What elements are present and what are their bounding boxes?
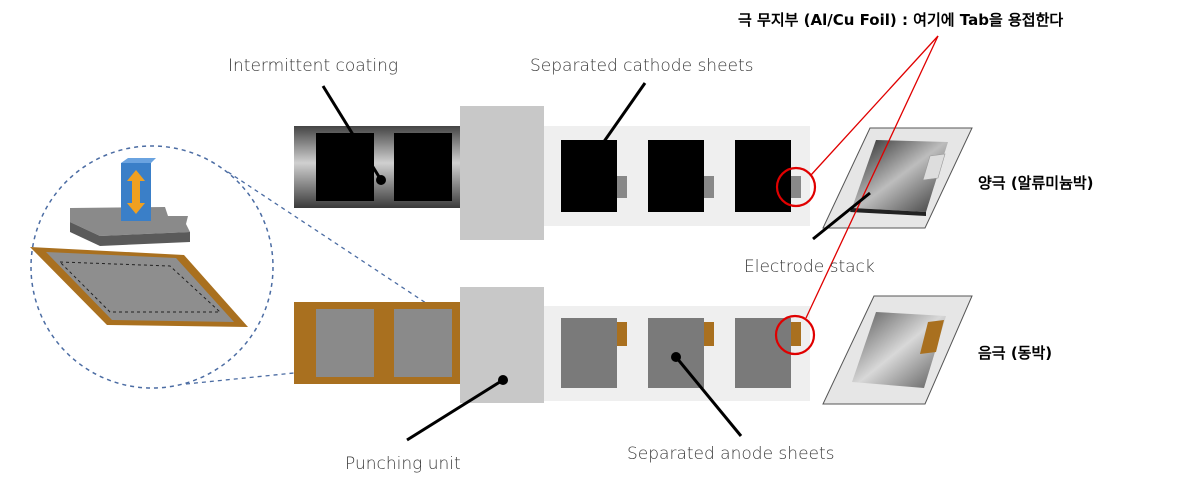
- cathode-coating-2: [394, 133, 452, 201]
- anode-sheets: [561, 318, 801, 388]
- cathode-tab: [704, 176, 714, 198]
- punching-unit-top: [460, 106, 544, 240]
- zoom-detail: [30, 145, 501, 389]
- callout-dot: [498, 375, 508, 385]
- cathode-sheet: [648, 140, 704, 212]
- pointer-to-anode-tab: [805, 35, 939, 319]
- callout-anode-sheets: [674, 356, 743, 437]
- anode-sheet: [735, 318, 791, 388]
- anode-tab-highlight: [774, 314, 816, 356]
- pointer-to-cathode-tab: [810, 35, 939, 176]
- anode-foil-roll: [294, 302, 460, 384]
- anode-coating-2: [394, 309, 452, 377]
- label-separated-anode-sheets: Separated anode sheets: [627, 444, 835, 464]
- punch-plate-top: [70, 207, 190, 236]
- cathode-stack-tab: [922, 153, 946, 181]
- cathode-sheet: [561, 140, 617, 212]
- cathode-foil-roll: [294, 126, 460, 208]
- label-intermittent-coating: Intermittent coating: [228, 56, 399, 76]
- anode-sheet: [561, 318, 617, 388]
- zoom-circle: [30, 145, 274, 389]
- label-tab-note: 극 무지부 (Al/Cu Foil) : 여기에 Tab을 용접한다: [738, 11, 1064, 29]
- callout-intermittent-coating: [321, 85, 383, 181]
- cathode-coating-1: [316, 133, 374, 201]
- zoom-line-top: [227, 171, 501, 353]
- punch-plate-side: [70, 222, 190, 246]
- punching-unit-bottom: [460, 287, 544, 403]
- callout-punching-unit: [406, 378, 504, 442]
- label-punching-unit: Punching unit: [345, 454, 461, 474]
- cathode-stack-body: [852, 140, 948, 212]
- anode-tab: [617, 322, 627, 346]
- label-anode: 음극 (동박): [978, 344, 1053, 362]
- callout-cathode-sheets: [601, 82, 647, 144]
- label-separated-cathode-sheets: Separated cathode sheets: [530, 56, 754, 76]
- anode-electrode-stack: [822, 295, 973, 405]
- callout-dot: [376, 175, 386, 185]
- anode-stack-body: [852, 312, 946, 388]
- anode-stack-tab: [920, 320, 944, 354]
- up-down-arrow-icon: [127, 170, 145, 214]
- cathode-tab-highlight: [775, 166, 817, 208]
- anode-coating-1: [316, 309, 374, 377]
- zoom-coating: [46, 252, 234, 322]
- label-electrode-stack: Electrode stack: [744, 257, 875, 277]
- pusher-block-side: [121, 158, 156, 163]
- anode-tab: [791, 322, 801, 346]
- cathode-tab: [617, 176, 627, 198]
- callout-dot: [671, 352, 681, 362]
- label-cathode: 양극 (알류미늄박): [978, 174, 1094, 192]
- zoom-cut-line: [59, 261, 222, 313]
- cathode-sheets: [561, 140, 801, 212]
- callout-electrode-stack: [812, 191, 871, 241]
- anode-tab: [704, 322, 714, 346]
- cathode-stack-side: [850, 208, 926, 216]
- cathode-tab: [791, 176, 801, 198]
